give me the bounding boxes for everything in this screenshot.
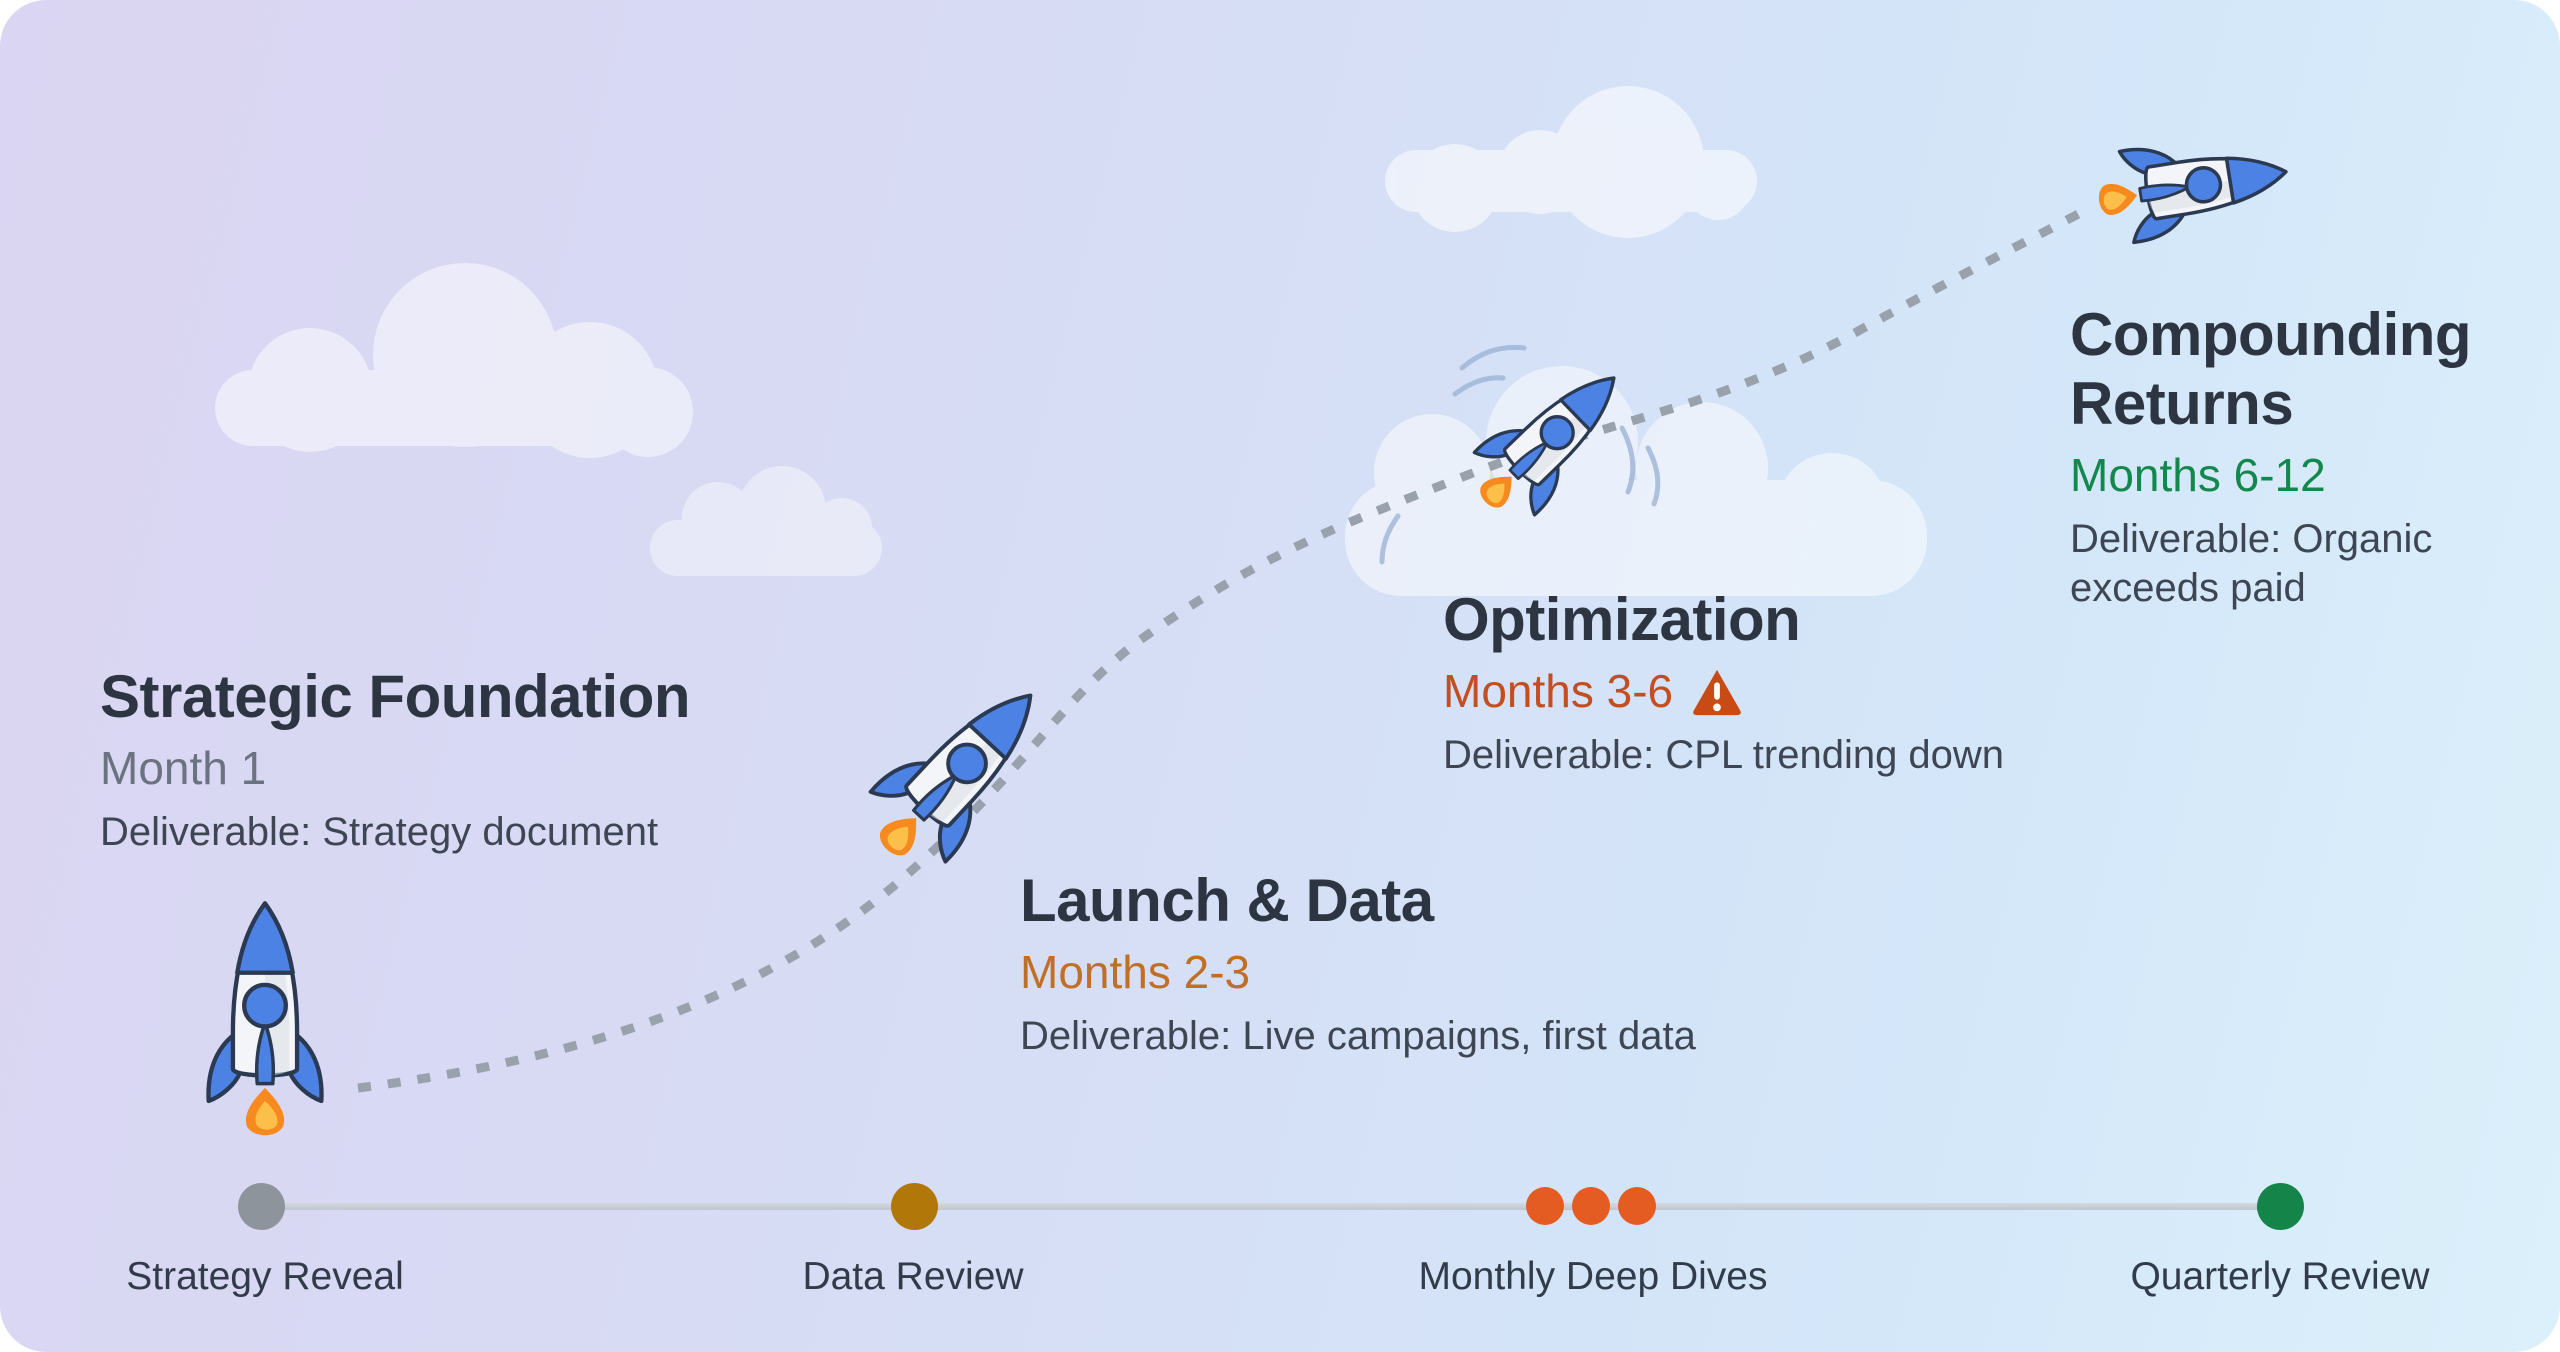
stage-period: Month 1 [100,742,267,794]
milestone-dot-quarterly-review [2257,1183,2304,1230]
stage-deliverable: Deliverable: Organic exceeds paid [2070,517,2433,610]
stage-title: Optimization [1443,586,1801,653]
stage-title: Strategic Foundation [100,663,691,730]
rocket-icon [200,893,330,1144]
cloud-shape [215,263,693,458]
stage-period: Months 3-6 [1443,664,2004,719]
milestone-dot-monthly-deep-dives [1526,1187,1564,1225]
rocket-icon [847,658,1070,887]
stage-title: Compounding Returns [2070,301,2472,437]
milestone-dot-monthly-deep-dives [1572,1187,1610,1225]
stage-period: Months 6-12 [2070,449,2326,501]
milestone-label: Strategy Reveal [126,1255,404,1298]
cloud-shape [650,466,882,576]
stage-deliverable: Deliverable: Strategy document [100,810,659,855]
rocket-icon [1453,345,1646,535]
timeline-line [262,1203,2282,1210]
stage-optimization: Optimization Months 3-6 Deliverable: CPL… [1443,585,2004,780]
milestone-label: Data Review [802,1255,1024,1298]
warning-triangle-icon [1693,669,1741,715]
stage-title: Launch & Data [1020,867,1434,934]
stage-strategic-foundation: Strategic Foundation Month 1 Deliverable… [100,662,691,857]
stage-deliverable: Deliverable: Live campaigns, first data [1020,1014,1696,1059]
stage-launch-and-data: Launch & Data Months 2-3 Deliverable: Li… [1020,866,1696,1061]
rocket-icon [2090,124,2295,249]
stage-period: Months 2-3 [1020,946,1251,998]
milestone-dot-monthly-deep-dives [1618,1187,1656,1225]
milestone-dot-data-review [891,1183,938,1230]
milestone-label: Monthly Deep Dives [1418,1255,1768,1298]
cloud-shape [1385,86,1757,238]
milestone-dot-strategy-reveal [238,1183,285,1230]
milestone-label: Quarterly Review [2130,1255,2430,1298]
stage-compounding-returns: Compounding Returns Months 6-12 Delivera… [2070,300,2520,613]
stage-deliverable: Deliverable: CPL trending down [1443,733,2005,778]
